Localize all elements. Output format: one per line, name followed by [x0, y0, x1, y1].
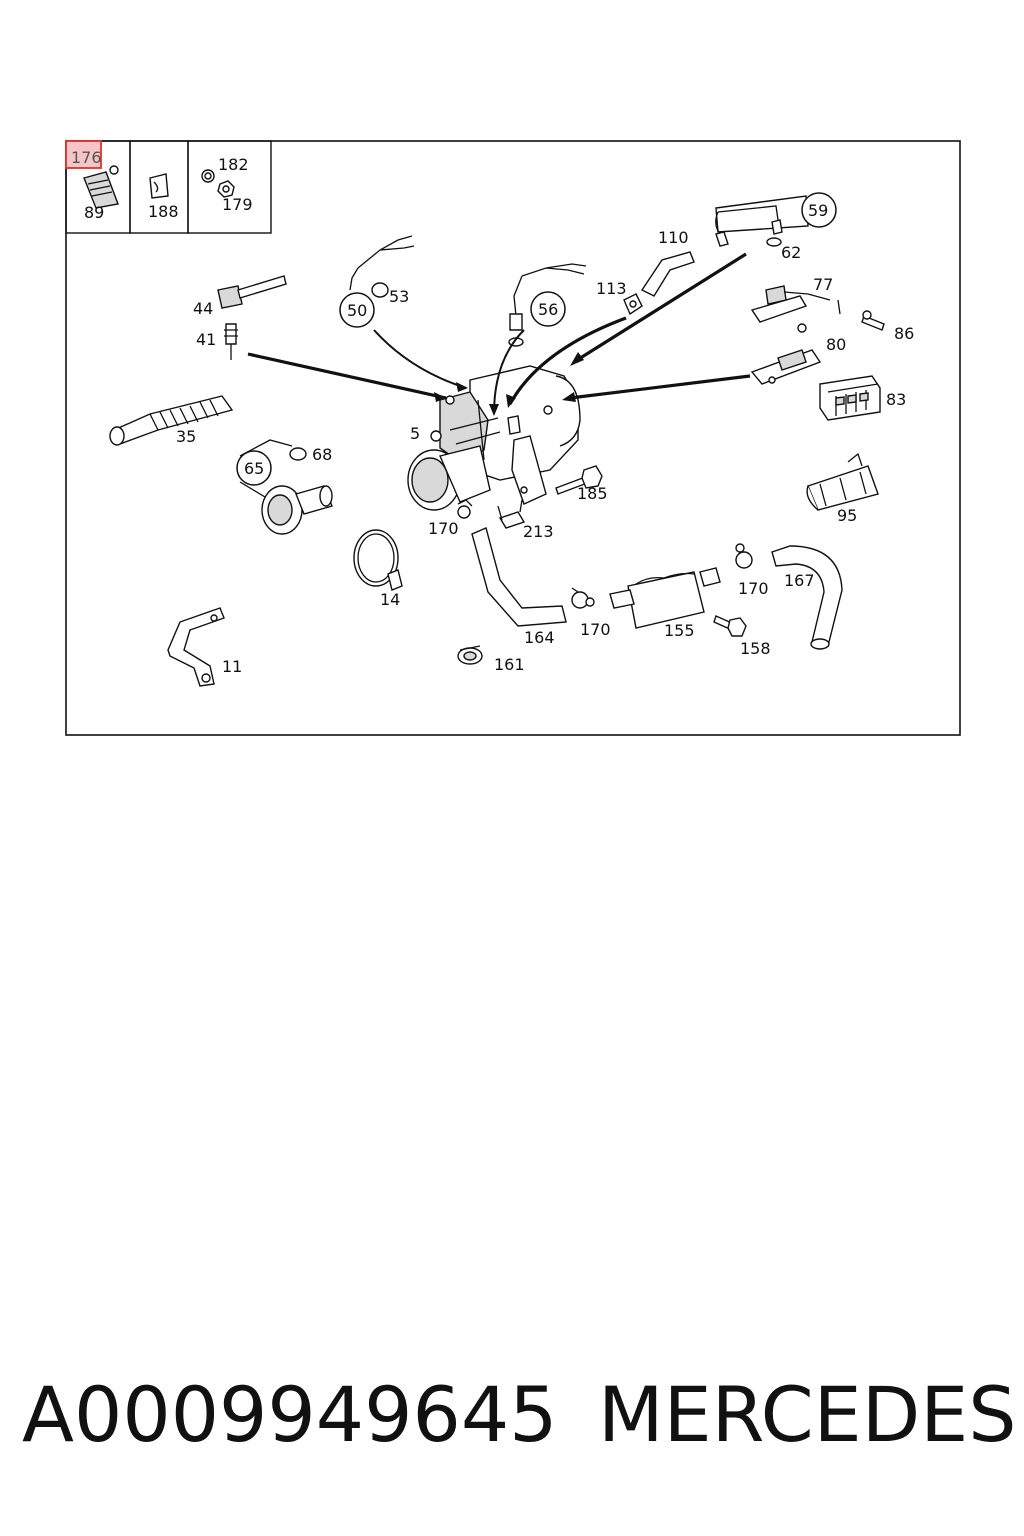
label-50: 50	[347, 301, 367, 320]
part-56-wire[interactable]	[509, 263, 587, 331]
arrow-50-to-unit	[373, 329, 467, 389]
arrowhead-113	[506, 394, 516, 408]
part-185[interactable]	[555, 465, 603, 495]
label-182: 182	[218, 155, 249, 174]
arrow-41-to-unit	[247, 352, 447, 400]
part-167[interactable]	[771, 545, 843, 650]
label-59: 59	[808, 201, 828, 220]
part-213[interactable]	[497, 499, 526, 529]
part-83[interactable]	[819, 375, 881, 421]
part-161[interactable]	[457, 645, 483, 665]
part-179[interactable]	[217, 180, 235, 198]
label-95: 95	[837, 506, 857, 525]
label-44: 44	[193, 299, 213, 318]
part-182[interactable]	[201, 169, 215, 183]
circle-65[interactable]	[236, 450, 272, 486]
part-11[interactable]	[167, 607, 225, 687]
part-35[interactable]	[109, 395, 234, 446]
part-80[interactable]	[750, 349, 822, 385]
part-77[interactable]	[750, 285, 841, 333]
circle-56[interactable]	[530, 291, 566, 327]
footer: A0009949645 MERCEDES	[0, 1370, 1024, 1470]
label-170c: 170	[738, 579, 769, 598]
arrowhead-50	[456, 382, 468, 392]
part-170b[interactable]	[571, 587, 595, 609]
part-89[interactable]	[83, 165, 119, 209]
part-number: A0009949645	[22, 1370, 558, 1459]
label-14: 14	[380, 590, 400, 609]
label-41: 41	[196, 330, 216, 349]
label-11: 11	[222, 657, 242, 676]
label-185: 185	[577, 484, 608, 503]
label-68: 68	[312, 445, 332, 464]
part-86[interactable]	[861, 310, 885, 331]
label-167: 167	[784, 571, 815, 590]
part-62[interactable]	[766, 237, 782, 247]
label-62: 62	[781, 243, 801, 262]
label-53: 53	[389, 287, 409, 306]
part-53[interactable]	[371, 282, 389, 298]
part-59-wire[interactable]	[715, 195, 809, 247]
part-44[interactable]	[217, 275, 287, 309]
label-155: 155	[664, 621, 695, 640]
label-164: 164	[524, 628, 555, 647]
parts-diagram: 176 89 188 182 179 59 62 110	[65, 140, 961, 736]
label-56: 56	[538, 300, 558, 319]
brand-name: MERCEDES	[598, 1370, 1017, 1459]
arrow-56-to-unit	[493, 329, 525, 415]
label-179: 179	[222, 195, 253, 214]
arrow-80-to-unit	[569, 374, 751, 400]
circle-50[interactable]	[339, 292, 375, 328]
arrow-110-to-unit	[573, 252, 747, 364]
label-110: 110	[658, 228, 689, 247]
inset-box-3	[187, 140, 272, 234]
part-14[interactable]	[353, 529, 403, 591]
part-164[interactable]	[471, 527, 567, 627]
label-158: 158	[740, 639, 771, 658]
label-77: 77	[813, 275, 833, 294]
label-170b: 170	[580, 620, 611, 639]
diagram-frame	[65, 140, 961, 736]
label-86: 86	[894, 324, 914, 343]
label-176[interactable]: 176	[71, 148, 102, 167]
arrowhead-110	[570, 352, 584, 366]
part-188[interactable]	[149, 173, 169, 199]
part-170a[interactable]	[457, 499, 473, 519]
label-35: 35	[176, 427, 196, 446]
part-158[interactable]	[713, 615, 747, 637]
part-95[interactable]	[806, 452, 879, 511]
label-83: 83	[886, 390, 906, 409]
part-50-wire[interactable]	[349, 235, 415, 291]
part-68[interactable]	[289, 447, 307, 461]
label-5: 5	[410, 424, 420, 443]
arrowhead-41	[434, 392, 446, 402]
label-161: 161	[494, 655, 525, 674]
label-213: 213	[523, 522, 554, 541]
part-155[interactable]	[609, 567, 721, 629]
arrowhead-56	[489, 404, 499, 416]
part-110[interactable]	[640, 251, 695, 297]
part-5-heater-unit[interactable]	[407, 365, 581, 511]
label-65: 65	[244, 459, 264, 478]
label-80: 80	[826, 335, 846, 354]
part-170c[interactable]	[735, 543, 753, 569]
highlight-box[interactable]	[65, 140, 102, 169]
label-89: 89	[84, 203, 104, 222]
part-65-housing[interactable]	[261, 485, 333, 535]
label-113: 113	[596, 279, 627, 298]
part-41[interactable]	[224, 323, 238, 360]
label-188: 188	[148, 202, 179, 221]
part-113[interactable]	[623, 293, 643, 316]
label-170a: 170	[428, 519, 459, 538]
arrowhead-80	[562, 392, 576, 402]
arrow-113-to-unit	[508, 316, 627, 405]
circle-59[interactable]	[801, 192, 837, 228]
